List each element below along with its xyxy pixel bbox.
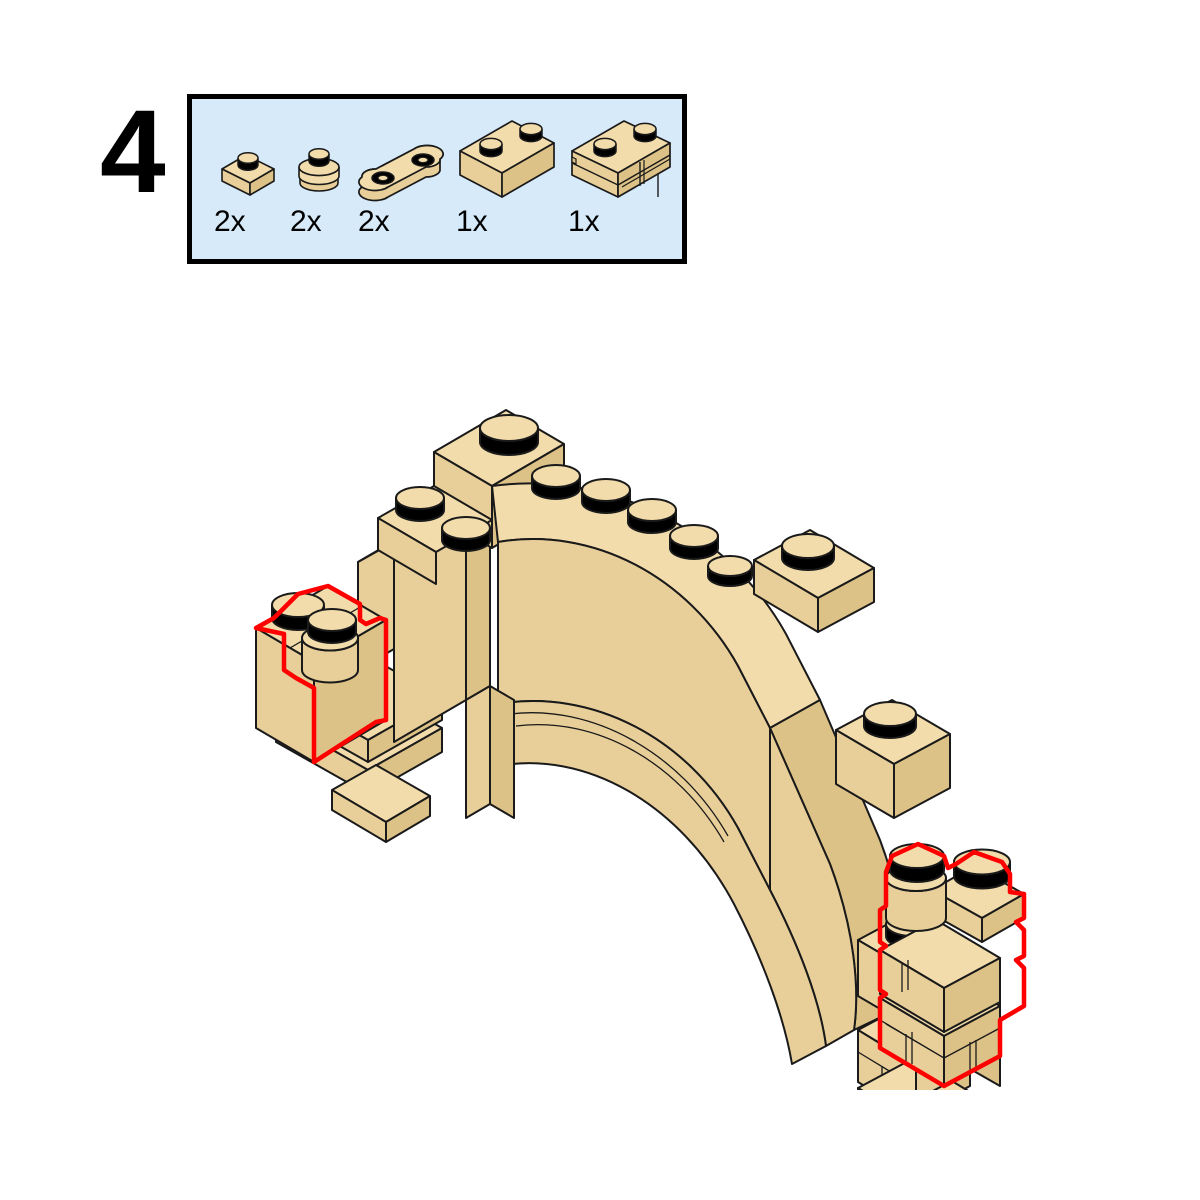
arch-soffit (497, 700, 827, 1065)
assembly-svg: .f { fill:#f2dcab; stroke:#1a1a1a; strok… (253, 409, 1027, 1090)
part-item-plate-1x1: 2x (212, 139, 282, 237)
arch-shoulder-left-stud (395, 486, 445, 522)
plate-1x1-icon (212, 139, 282, 203)
right-new-brick-1x2 (879, 919, 1001, 1033)
step-header: 4 (100, 85, 720, 280)
arch-left-springing (465, 685, 515, 819)
parts-list: 2x (192, 99, 682, 259)
part-item-round-plate-1x1: 2x (288, 139, 350, 237)
arch-stud-3 (627, 498, 677, 534)
right-pier (857, 841, 1027, 1090)
left-pier (253, 499, 467, 843)
arch-right-step-stud (781, 533, 835, 571)
part-item-brick-1x2-masonry: 1x (566, 117, 682, 237)
arch-stud-2 (581, 478, 631, 514)
part-quantity: 1x (568, 205, 600, 238)
step-number: 4 (100, 86, 166, 218)
arch-crown-stud (479, 414, 539, 456)
round-plate-1x1-icon (288, 139, 350, 203)
assembly-illustration: .f { fill:#f2dcab; stroke:#1a1a1a; strok… (180, 370, 1040, 1090)
arch-right-block-mid-stud (863, 701, 917, 739)
part-quantity: 2x (290, 205, 322, 238)
arch-top-studs (531, 464, 753, 587)
arch-shoulder-left-stud-2 (441, 516, 491, 552)
parts-callout-box: 2x (187, 94, 687, 264)
part-quantity: 2x (214, 205, 246, 238)
part-item-brick-1x2: 1x (454, 117, 560, 237)
arch-span (377, 409, 973, 1065)
left-base-plate-front (331, 764, 431, 843)
brick-1x2-masonry-profile-icon (566, 117, 682, 203)
left-new-round-plate (301, 608, 359, 684)
part-item-plate-1x2-rounded: 2x (356, 137, 448, 237)
arch-stud-5 (707, 555, 753, 587)
brick-1x2-icon (454, 117, 560, 203)
plate-1x2-rounded-open-studs-icon (356, 137, 448, 203)
arch-stud-1 (531, 464, 581, 500)
left-new-parts-highlight (253, 583, 389, 765)
arch-stud-4 (669, 524, 719, 560)
part-quantity: 1x (456, 205, 488, 238)
right-new-parts-highlight (877, 841, 1027, 1089)
part-quantity: 2x (358, 205, 390, 238)
